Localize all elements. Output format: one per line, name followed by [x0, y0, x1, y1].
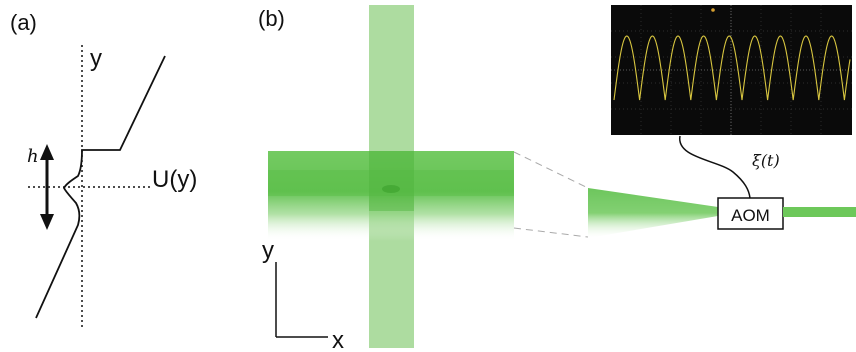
axis-label-u: U(y): [152, 166, 197, 193]
panel-b-tag: (b): [258, 6, 285, 31]
arrow-down-icon: [40, 214, 54, 230]
axis-label-y-a: y: [90, 45, 102, 72]
axis-label-y-b: y: [262, 237, 274, 264]
height-label: h: [27, 146, 39, 167]
beam-crossing: [369, 151, 414, 211]
panel-b: (b) AOM ξ(t): [258, 5, 856, 352]
projection-line-top: [513, 151, 589, 189]
oscilloscope-screen-icon: [611, 5, 852, 135]
axis-label-x-b: x: [332, 327, 344, 352]
signal-cable: [679, 135, 751, 199]
potential-curve: [35, 55, 166, 319]
output-beam: [783, 207, 856, 217]
panel-a: (a) y U(y) h: [10, 10, 197, 328]
scope-marker: [711, 8, 715, 12]
trap-spot: [382, 185, 400, 193]
projection-line-bottom: [513, 227, 589, 238]
panel-a-tag: (a): [10, 10, 37, 35]
focusing-cone: [588, 188, 718, 238]
sawtooth-trace-icon: [613, 35, 851, 101]
arrow-up-icon: [40, 144, 54, 160]
aom-box: [717, 197, 784, 230]
aom-label: AOM: [731, 206, 770, 225]
signal-label: ξ(t): [752, 151, 780, 170]
